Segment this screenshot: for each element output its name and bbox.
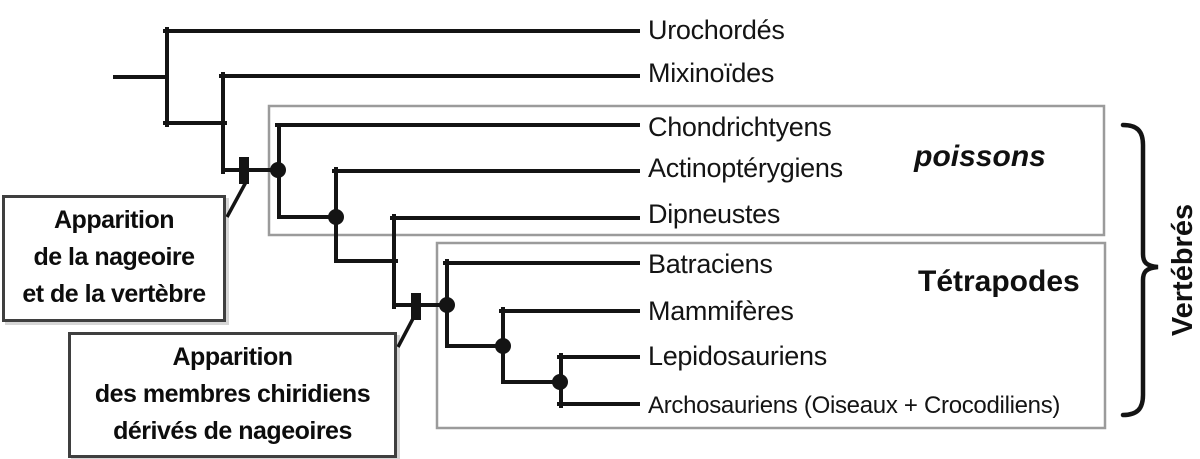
node-line-6 bbox=[445, 259, 507, 348]
annotation-line: de la nageoire bbox=[33, 243, 195, 271]
taxon-label-urochordes: Urochordés bbox=[648, 15, 785, 45]
taxon-label-archosauriens: Archosauriens (Oiseaux + Crocodiliens) bbox=[648, 392, 1061, 419]
node-dot-3 bbox=[439, 297, 455, 313]
node-line-7 bbox=[501, 307, 564, 384]
node-line-3 bbox=[277, 123, 340, 219]
vertebres-bracket bbox=[1120, 122, 1159, 418]
group-label-vertebres: Vertébrés bbox=[1167, 203, 1199, 337]
taxon-label-mammiferes: Mammifères bbox=[648, 296, 794, 326]
annotation-line: Apparition bbox=[54, 206, 175, 234]
node-dot-1 bbox=[270, 162, 286, 178]
node-dot-5 bbox=[552, 374, 568, 390]
annotation-box-chiridian-limbs: Apparition des membres chiridiens dérivé… bbox=[68, 332, 397, 458]
branch-tick-2 bbox=[411, 293, 421, 320]
group-label-poissons: poissons bbox=[914, 140, 1046, 173]
node-dot-2 bbox=[328, 209, 344, 225]
annotation-pointer-2 bbox=[396, 310, 419, 348]
node-dot-4 bbox=[495, 338, 511, 354]
tetrapodes-group-box bbox=[435, 241, 1107, 430]
annotation-line: Apparition bbox=[172, 343, 294, 371]
taxon-label-mixinoides: Mixinoïdes bbox=[648, 58, 775, 88]
taxon-label-actinopterygiens: Actinoptérygiens bbox=[648, 153, 843, 183]
annotation-line: des membres chiridiens bbox=[94, 380, 371, 408]
node-line-4 bbox=[334, 167, 398, 263]
taxon-label-dipneustes: Dipneustes bbox=[648, 199, 781, 229]
taxon-label-batraciens: Batraciens bbox=[648, 249, 773, 279]
group-label-tetrapodes: Tétrapodes bbox=[918, 265, 1080, 298]
annotation-pointer-1 bbox=[225, 181, 248, 218]
annotation-line: et de la vertèbre bbox=[22, 280, 206, 308]
taxon-label-lepidosauriens: Lepidosauriens bbox=[648, 341, 827, 371]
branch-tick-1 bbox=[239, 157, 249, 184]
annotation-box-fin-vertebra: Apparition de la nageoire et de la vertè… bbox=[2, 195, 226, 322]
taxon-label-chondrichtyens: Chondrichtyens bbox=[648, 112, 832, 142]
annotation-line: dérivés de nageoires bbox=[113, 417, 352, 445]
